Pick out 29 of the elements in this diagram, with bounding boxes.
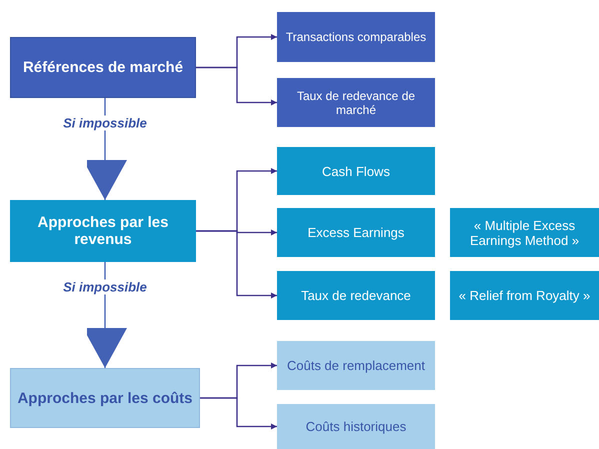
box-text: « Multiple Excess Earnings Method »: [468, 218, 580, 248]
process-box: [277, 208, 435, 257]
box-text: Références de marché: [22, 59, 184, 76]
box-text: Taux de redevance de marché: [296, 88, 416, 116]
process-box: [277, 271, 435, 320]
box-text: Approches par les coûts: [17, 390, 193, 406]
box-text: Taux de redevance: [301, 288, 411, 303]
process-box: [277, 341, 435, 390]
process-box: [10, 37, 196, 98]
box-text: Cash Flows: [322, 164, 390, 178]
box-text: Excess Earnings: [308, 225, 404, 240]
process-box: [10, 200, 196, 262]
process-box: [277, 12, 435, 62]
process-box: [277, 78, 435, 127]
box-text: Coûts historiques: [306, 419, 406, 434]
box-text: Coûts de remplacement: [286, 358, 425, 373]
arrow: [200, 397, 277, 430]
process-box: [277, 147, 435, 195]
arrow: [196, 66, 277, 106]
box-text: Approches par les revenus: [36, 214, 170, 248]
process-box: [450, 208, 599, 257]
process-box: [450, 271, 599, 320]
process-box: [277, 404, 435, 449]
edge-label: Si impossible: [61, 280, 149, 294]
edge-label: Si impossible: [61, 116, 149, 130]
box-text: « Relief from Royalty »: [458, 288, 590, 303]
process-box: [10, 368, 200, 428]
box-text: Transactions comparables: [286, 30, 426, 44]
arrow: [196, 230, 277, 298]
